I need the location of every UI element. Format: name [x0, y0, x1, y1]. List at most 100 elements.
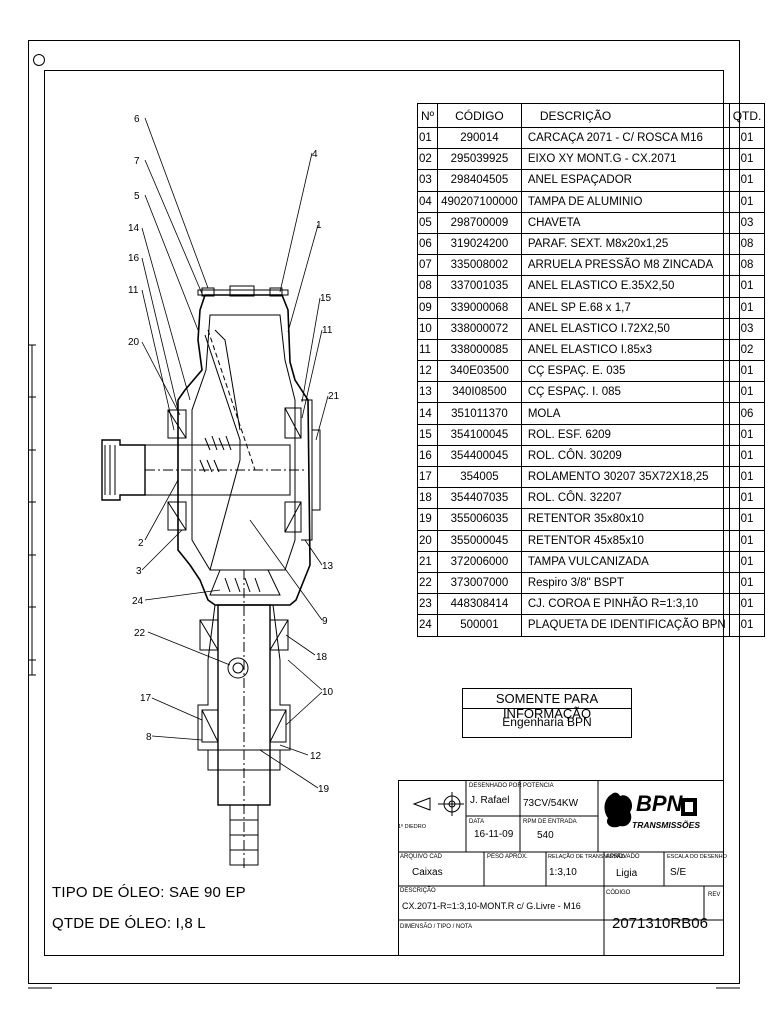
bom-cell-number: 13 [416, 381, 439, 404]
info-notice-subtitle: Engenharia BPN [502, 715, 592, 729]
bom-cell-code: 290014 [437, 126, 522, 150]
bom-cell-description: TAMPA VULCANIZADA [520, 550, 730, 573]
bom-cell-number: 08 [416, 275, 439, 298]
balloon-15: 15 [320, 293, 332, 304]
bom-cell-number: 04 [416, 190, 439, 213]
bom-cell-description: ANEL ELASTICO E.35X2,50 [520, 275, 730, 298]
bom-cell-quantity: 01 [728, 529, 766, 552]
bom-cell-description: ANEL ELASTICO I.72X2,50 [520, 317, 730, 340]
bom-cell-code: 354100045 [437, 423, 522, 446]
bom-cell-description: Respiro 3/8" BSPT [520, 571, 730, 595]
bom-cell-quantity: 01 [728, 593, 766, 616]
bom-cell-code: 335008002 [437, 254, 522, 277]
balloon-20: 20 [128, 337, 140, 348]
bom-cell-number: 23 [416, 593, 439, 616]
bom-cell-code: 298404505 [437, 169, 522, 192]
balloon-2: 2 [138, 538, 144, 549]
oil-type-note: TIPO DE ÓLEO: SAE 90 EP [52, 884, 246, 901]
bom-cell-quantity: 03 [728, 317, 766, 340]
bom-cell-quantity: 01 [728, 296, 766, 319]
bom-header-desc: DESCRIÇÃO [520, 103, 730, 128]
dimension-note-label: DIMENSÃO / TIPO / NOTA [400, 924, 473, 930]
bom-cell-code: 355000045 [437, 529, 522, 552]
info-notice-box: SOMENTE PARA INFORMAÇÃO Engenharia BPN [462, 688, 632, 738]
bom-header-num: Nº [416, 103, 439, 128]
bom-cell-quantity: 01 [728, 487, 766, 510]
bom-cell-number: 21 [416, 550, 439, 573]
bom-cell-description: MOLA [520, 402, 730, 425]
bom-cell-code: 340I08500 [437, 381, 522, 404]
code-label: CÓDIGO [606, 890, 631, 896]
balloon-16: 16 [128, 253, 140, 264]
balloon-3: 3 [136, 566, 142, 577]
bom-cell-quantity: 01 [728, 169, 766, 192]
bom-cell-number: 09 [416, 296, 439, 319]
bom-cell-number: 11 [416, 338, 439, 362]
bom-cell-quantity: 01 [728, 465, 766, 489]
approved-value: Ligia [616, 868, 638, 879]
bom-cell-quantity: 01 [728, 275, 766, 298]
balloon-1: 1 [316, 220, 322, 231]
bom-cell-description: ROL. CÔN. 32207 [520, 487, 730, 510]
bom-cell-number: 02 [416, 148, 439, 171]
bom-cell-description: ANEL ESPAÇADOR [520, 169, 730, 192]
balloon-12: 12 [310, 751, 322, 762]
bom-cell-number: 18 [416, 487, 439, 510]
bom-cell-number: 01 [416, 126, 439, 150]
bom-cell-number: 24 [416, 614, 439, 637]
approved-label: APROVADO [606, 854, 640, 860]
bom-cell-number: 05 [416, 211, 439, 234]
weight-label: PESO APROX. [487, 854, 528, 860]
bom-cell-code: 490207100000 [437, 190, 522, 213]
bom-cell-description: CARCAÇA 2071 - C/ ROSCA M16 [520, 126, 730, 150]
bom-cell-number: 17 [416, 465, 439, 489]
description-value: CX.2071-R=1:3,10-MONT.R c/ G.Livre - M16 [402, 901, 581, 911]
bom-cell-quantity: 01 [728, 381, 766, 404]
bpn-logo-mark [604, 792, 633, 828]
bom-cell-code: 298700009 [437, 211, 522, 234]
balloon-18: 18 [316, 652, 328, 663]
balloon-11-left: 11 [128, 285, 139, 296]
cad-file-label: ARQUIVO CAD [400, 854, 443, 860]
registration-mark [33, 54, 45, 66]
bom-cell-number: 20 [416, 529, 439, 552]
bom-cell-quantity: 08 [728, 232, 766, 256]
description-label: DESCRIÇÃO [400, 888, 436, 894]
drawing-code: 2071310RB06 [612, 915, 708, 932]
bom-cell-description: CÇ ESPAÇ. E. 035 [520, 360, 730, 383]
bom-cell-quantity: 01 [728, 148, 766, 171]
scale-label: ESCALA DO DESENHO [667, 854, 727, 860]
bom-cell-code: 338000072 [437, 317, 522, 340]
balloon-9: 9 [322, 616, 328, 627]
rev-label: REV [708, 892, 721, 898]
bom-cell-number: 19 [416, 508, 439, 531]
bom-cell-code: 340E03500 [437, 360, 522, 383]
balloon-19: 19 [318, 784, 330, 795]
bom-cell-quantity: 01 [728, 190, 766, 213]
bom-cell-code: 339000068 [437, 296, 522, 319]
drawn-by-value: J. Rafael [470, 795, 510, 806]
bom-cell-code: 319024200 [437, 232, 522, 256]
bom-cell-quantity: 01 [728, 571, 766, 595]
bom-cell-description: TAMPA DE ALUMINIO [520, 190, 730, 213]
power-label: POTENCIA [523, 783, 554, 789]
bom-cell-code: 355006035 [437, 508, 522, 531]
balloon-24: 24 [132, 596, 144, 607]
cad-file-value: Caixas [412, 867, 443, 878]
bom-cell-number: 15 [416, 423, 439, 446]
bom-cell-description: PARAF. SEXT. M8x20x1,25 [520, 232, 730, 256]
bom-cell-description: CHAVETA [520, 211, 730, 234]
bom-cell-quantity: 06 [728, 402, 766, 425]
balloon-10: 10 [322, 687, 334, 698]
scale-ruler [28, 344, 36, 676]
